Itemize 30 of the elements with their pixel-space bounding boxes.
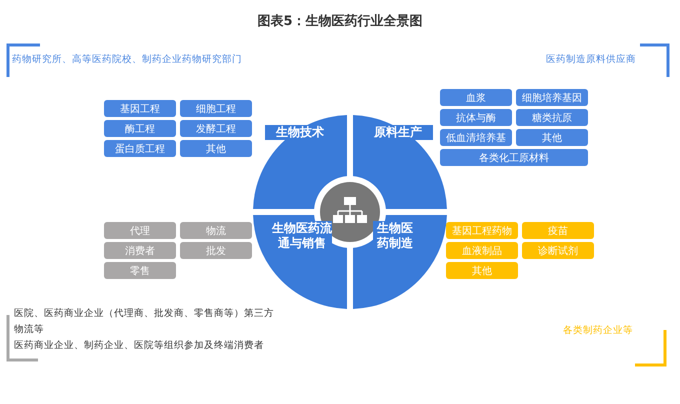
category-box: 基因工程药物 <box>446 222 518 239</box>
note-text: 医药制造原料供应商 <box>546 53 637 67</box>
note-text: 医药商业企业、制药企业、医院等组织参加及终端消费者 <box>14 339 265 353</box>
category-box: 血浆 <box>440 89 512 106</box>
note-text: 各类制药企业等 <box>563 324 634 338</box>
category-box: 糖类抗原 <box>516 109 588 126</box>
category-box: 蛋白质工程 <box>104 140 176 157</box>
segment-label: 生物医药流通与销售 <box>272 221 332 251</box>
category-box: 其他 <box>446 262 518 279</box>
note-text: 医院、医药商业企业（代理商、批发商、零售商等）第三方物流等 <box>14 307 275 337</box>
category-box: 诊断试剂 <box>522 242 594 259</box>
category-box: 抗体与酶 <box>440 109 512 126</box>
category-box: 其他 <box>180 140 252 157</box>
category-box: 代理 <box>104 222 176 239</box>
category-box: 细胞工程 <box>180 100 252 117</box>
category-box: 零售 <box>104 262 176 279</box>
category-box: 血液制品 <box>446 242 518 259</box>
category-box: 批发 <box>180 242 252 259</box>
category-box: 基因工程 <box>104 100 176 117</box>
category-box: 消费者 <box>104 242 176 259</box>
category-box: 疫苗 <box>522 222 594 239</box>
category-box: 发酵工程 <box>180 120 252 137</box>
category-box: 低血清培养基 <box>440 129 512 146</box>
category-box: 物流 <box>180 222 252 239</box>
category-box: 各类化工原材料 <box>440 149 588 166</box>
note-text: 药物研究所、高等医药院校、制药企业药物研究部门 <box>12 53 243 67</box>
category-box: 细胞培养基因 <box>516 89 588 106</box>
category-box: 酶工程 <box>104 120 176 137</box>
category-box: 其他 <box>516 129 588 146</box>
chart-title: 图表5：生物医药行业全景图 <box>256 13 424 30</box>
